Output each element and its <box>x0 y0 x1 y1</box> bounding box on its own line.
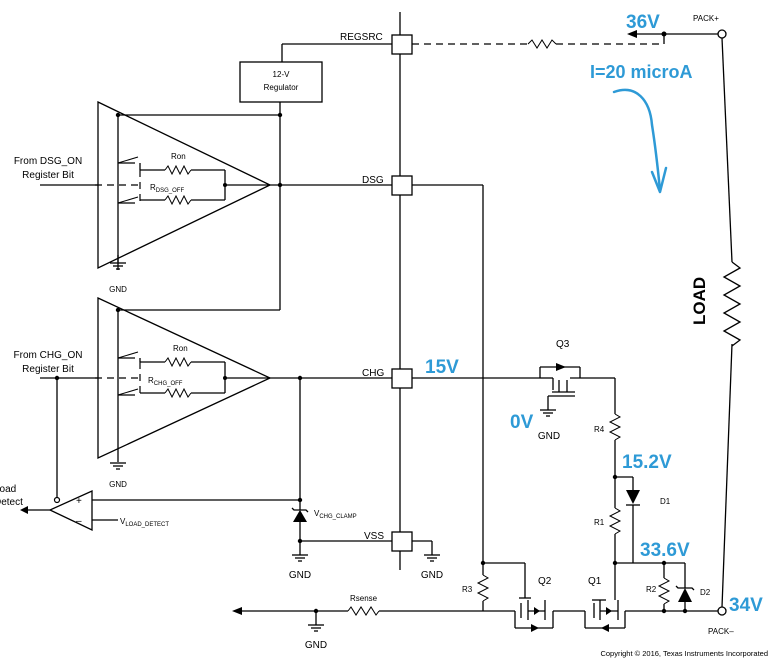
vss-pin <box>391 531 413 552</box>
load-resistor <box>722 261 742 347</box>
r3-label: R3 <box>462 585 473 594</box>
chg-roff-subscript: CHG_OFF <box>154 381 183 387</box>
regulator-line2: Regulator <box>264 83 299 92</box>
regulator-box <box>239 61 323 103</box>
d1-diode <box>626 490 640 504</box>
dsg-gnd-label: GND <box>109 285 127 294</box>
load-detect-label-2: Detect <box>0 497 23 508</box>
chg-clamp-zener <box>293 510 307 522</box>
clamp-gnd-label: GND <box>289 570 311 581</box>
dsg-roff-label: R <box>150 183 156 192</box>
chg-ron-resistor <box>164 356 192 368</box>
vload-detect-label: V <box>120 517 126 526</box>
dsg-pin-label: DSG <box>362 175 384 186</box>
regsrc-pin <box>391 34 413 55</box>
svg-text:VLOAD_DETECT: VLOAD_DETECT <box>120 517 169 528</box>
chg-ron-label: Ron <box>173 344 188 353</box>
load-detect-comparator <box>48 489 93 532</box>
regsrc-resistor <box>527 39 557 49</box>
vchg-clamp-label: V <box>314 509 320 518</box>
r3-resistor <box>476 574 490 602</box>
load-detect-label-1: Load <box>0 484 16 495</box>
chg-pin-label: CHG <box>362 368 384 379</box>
q3-gnd-label: GND <box>538 431 560 442</box>
chg-gnd-label: GND <box>109 480 127 489</box>
annotation-36v: 36V <box>626 12 660 33</box>
comparator-plus: + <box>76 496 82 507</box>
chg-roff-resistor <box>164 387 192 399</box>
comparator-minus: – <box>76 516 82 527</box>
q2-label: Q2 <box>538 576 552 587</box>
svg-text:RCHG_OFF: RCHG_OFF <box>148 376 183 387</box>
vchg-clamp-subscript: CHG_CLAMP <box>319 514 356 520</box>
vload-detect-subscript: LOAD_DETECT <box>125 522 169 528</box>
annotation-15-2v: 15.2V <box>622 452 672 473</box>
copyright-text: Copyright © 2016, Texas Instruments Inco… <box>600 649 768 658</box>
r1-resistor <box>608 507 622 535</box>
dsg-pin <box>391 175 413 196</box>
pack-plus-terminal <box>717 29 727 39</box>
dsg-ron-resistor <box>164 164 192 176</box>
chg-input-label-1: From CHG_ON <box>14 350 83 361</box>
vss-pin-label: VSS <box>364 531 384 542</box>
regsrc-label: REGSRC <box>340 32 383 43</box>
q1-body-diode <box>601 624 609 632</box>
q3-label: Q3 <box>556 339 570 350</box>
rsense-gnd-label: GND <box>305 640 327 651</box>
dsg-input-label-2: Register Bit <box>22 170 74 181</box>
r2-resistor <box>657 577 671 605</box>
pack-minus-label: PACK– <box>708 627 734 636</box>
r2-label: R2 <box>646 585 657 594</box>
chg-roff-label: R <box>148 376 154 385</box>
dsg-input-label-1: From DSG_ON <box>14 156 82 167</box>
annotation-33-6v: 33.6V <box>640 540 690 561</box>
output-arrow-left <box>232 607 242 615</box>
q2-body-diode <box>531 624 539 632</box>
dsg-ron-label: Ron <box>171 152 186 161</box>
d2-label: D2 <box>700 588 711 597</box>
pack-minus-terminal <box>717 606 727 616</box>
annotation-current: I=20 microA <box>590 62 693 82</box>
load-detect-output-arrow <box>20 506 28 514</box>
r4-label: R4 <box>594 425 605 434</box>
q1-label: Q1 <box>588 576 602 587</box>
dsg-roff-resistor <box>164 194 192 206</box>
current-arrow <box>612 88 662 192</box>
chg-input-label-2: Register Bit <box>22 364 74 375</box>
annotation-15v: 15V <box>425 357 459 378</box>
rsense-label: Rsense <box>350 594 378 603</box>
regulator-line1: 12-V <box>273 70 291 79</box>
load-label: LOAD <box>690 277 709 325</box>
vss-gnd-label: GND <box>421 570 443 581</box>
d2-zener <box>678 588 692 602</box>
pack-plus-label: PACK+ <box>693 14 719 23</box>
annotation-0v: 0V <box>510 412 534 433</box>
r1-label: R1 <box>594 518 605 527</box>
rsense-resistor <box>347 606 380 616</box>
r4-resistor <box>608 413 622 441</box>
svg-text:RDSG_OFF: RDSG_OFF <box>150 183 184 194</box>
svg-text:VCHG_CLAMP: VCHG_CLAMP <box>314 509 357 520</box>
chg-pin <box>391 368 413 389</box>
d1-label: D1 <box>660 497 671 506</box>
annotation-34v: 34V <box>729 595 763 616</box>
q3-body-diode <box>556 363 566 371</box>
dsg-roff-subscript: DSG_OFF <box>156 188 185 194</box>
